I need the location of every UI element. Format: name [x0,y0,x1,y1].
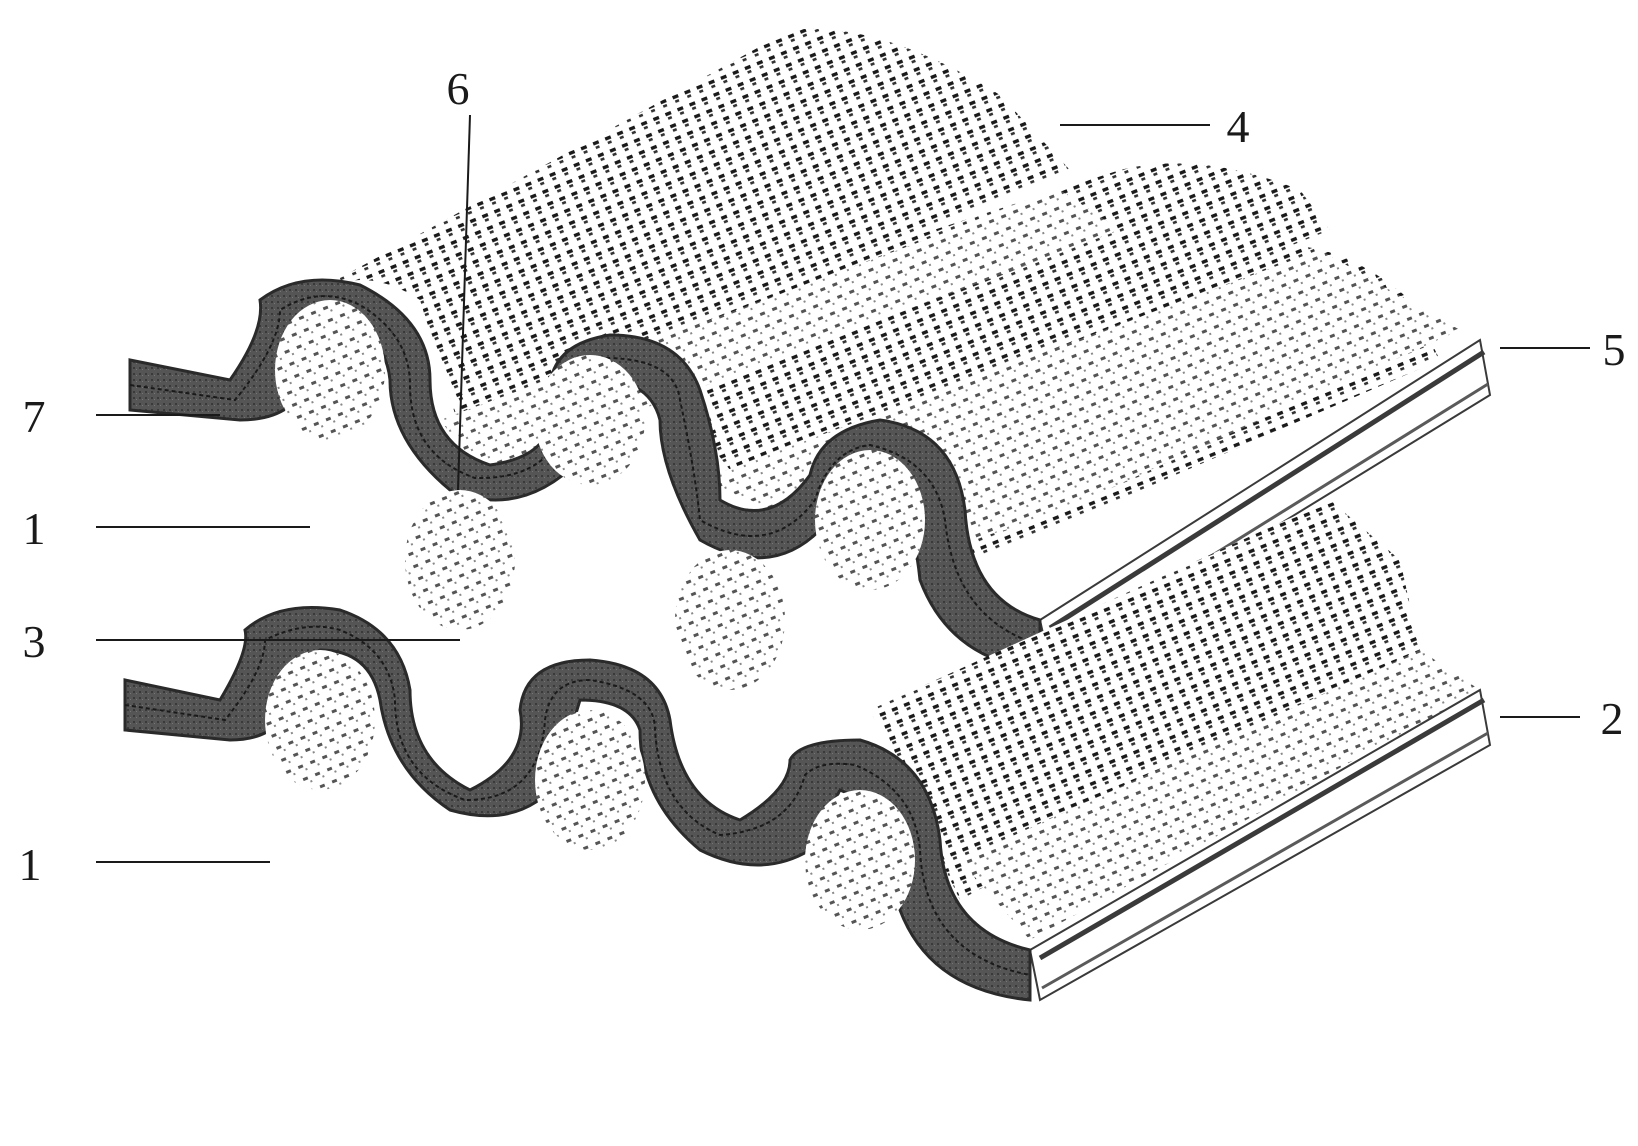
callout-label-4: 4 [1227,101,1250,152]
callout-label-6: 6 [447,63,470,114]
lower-corrugated-sheet [870,500,1492,1002]
lower-ridge-1 [870,500,1420,900]
callouts: 6 4 5 7 1 3 2 1 [19,63,1626,890]
upper-rod-1 [1048,349,1486,631]
lower-wave-band [123,606,1032,1002]
callout-label-2: 2 [1601,693,1624,744]
upper-opening-3 [815,450,925,590]
middle-opening-1 [405,490,515,630]
upper-opening-1 [275,300,385,440]
callout-label-5: 5 [1603,324,1626,375]
lower-cross-section [123,606,1032,1002]
callout-label-7: 7 [23,391,46,442]
lower-flat-strip [1028,688,1492,1002]
lower-opening-3 [805,790,915,930]
upper-opening-2 [535,355,645,485]
lower-rod-1 [1038,697,1486,961]
upper-ridge-1 [300,28,1070,430]
leader-line-6 [457,114,471,491]
lower-wave-stitch [124,625,1031,976]
lower-valley [960,650,1480,940]
callout-label-1-upper: 1 [23,503,46,554]
tube-openings [265,300,925,930]
upper-ridge-2 [530,163,1330,471]
lower-rod-2 [1041,731,1489,990]
callout-label-3: 3 [23,616,46,667]
middle-opening-2 [675,550,785,690]
upper-corrugated-sheet [300,28,1492,667]
lower-opening-2 [535,710,645,850]
lower-opening-1 [265,650,375,790]
upper-wave-stitch [129,295,1041,646]
callout-label-1-lower: 1 [19,839,42,890]
